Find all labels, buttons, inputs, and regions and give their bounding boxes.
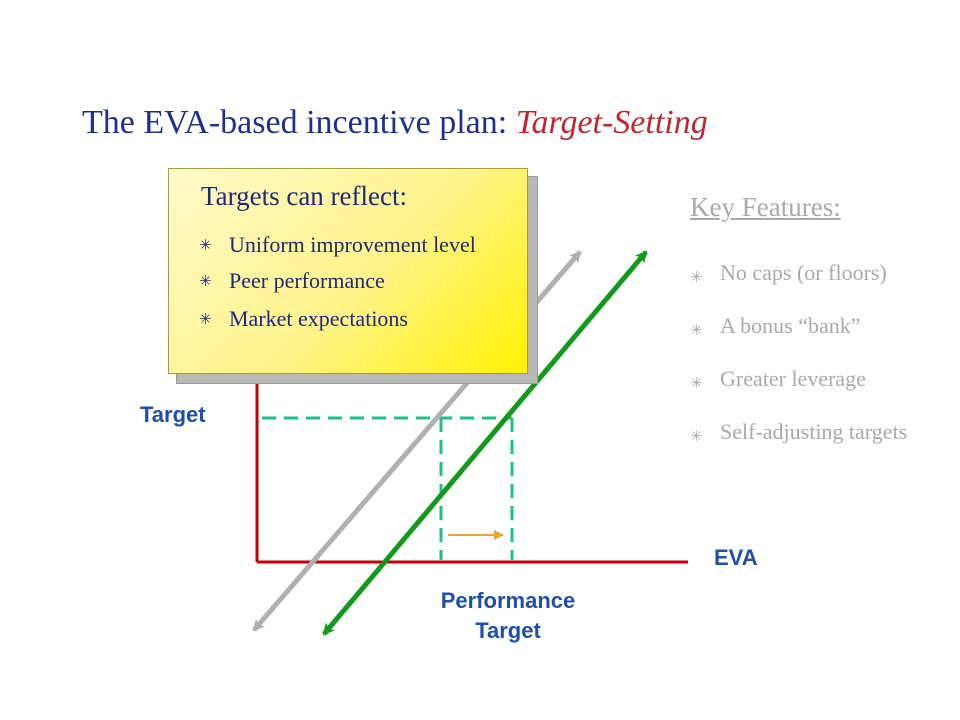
new-bonus-line bbox=[322, 250, 648, 636]
key-features-list: ✳ No caps (or floors) ✳ A bonus “bank” ✳ Gr… bbox=[690, 258, 950, 470]
list-item: ✳ A bonus “bank” bbox=[690, 311, 950, 341]
performance-target-label-line2: Target bbox=[475, 618, 541, 643]
list-item-text: Self-adjusting targets bbox=[720, 419, 908, 444]
key-features-heading: Key Features: bbox=[690, 192, 841, 222]
list-item: ✳ Uniform improvement level bbox=[199, 231, 519, 258]
list-item-text: Greater leverage bbox=[720, 366, 866, 391]
list-item-text: Uniform improvement level bbox=[229, 232, 476, 257]
list-item: ✳ Peer performance bbox=[199, 267, 519, 294]
callout-heading: Targets can reflect: bbox=[201, 181, 407, 211]
list-item-text: No caps (or floors) bbox=[720, 260, 887, 285]
title-emphasis: Target-Setting bbox=[515, 104, 708, 141]
list-item: ✳ No caps (or floors) bbox=[690, 258, 950, 288]
slide-title: The EVA-based incentive plan: Target-Set… bbox=[82, 104, 708, 142]
performance-target-label: Performance Target bbox=[408, 586, 608, 646]
asterisk-bullet-icon: ✳ bbox=[690, 427, 703, 445]
asterisk-bullet-icon: ✳ bbox=[690, 268, 703, 286]
list-item-text: Peer performance bbox=[229, 268, 385, 293]
x-axis-label: EVA bbox=[714, 545, 758, 570]
callout-list: ✳ Uniform improvement level ✳ Peer perform… bbox=[199, 231, 519, 343]
list-item: ✳ Greater leverage bbox=[690, 364, 950, 394]
asterisk-bullet-icon: ✳ bbox=[690, 374, 703, 392]
y-axis-label: Target bbox=[140, 402, 206, 427]
asterisk-bullet-icon: ✳ bbox=[199, 272, 212, 290]
targets-callout: Targets can reflect: ✳ Uniform improvemen… bbox=[168, 168, 528, 374]
list-item-text: Market expectations bbox=[229, 306, 408, 331]
asterisk-bullet-icon: ✳ bbox=[199, 236, 212, 254]
list-item: ✳ Market expectations bbox=[199, 305, 519, 332]
title-main: The EVA-based incentive plan: bbox=[82, 104, 516, 141]
asterisk-bullet-icon: ✳ bbox=[690, 321, 703, 339]
asterisk-bullet-icon: ✳ bbox=[199, 310, 212, 328]
list-item-text: A bonus “bank” bbox=[720, 313, 861, 338]
list-item: ✳ Self-adjusting targets bbox=[690, 417, 950, 447]
performance-target-label-line1: Performance bbox=[440, 588, 576, 613]
